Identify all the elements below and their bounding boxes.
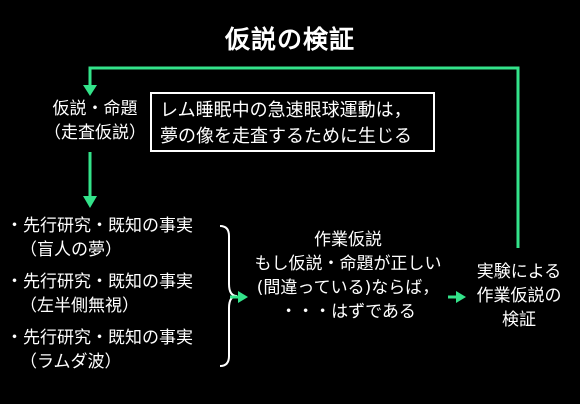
verification: 実験による 作業仮説の 検証 (466, 260, 572, 332)
working-hypothesis-to-verification-arrowhead (456, 291, 466, 303)
hypothesis-statement-line2: 夢の像を走査するために生じる (160, 126, 412, 147)
prior-fact-2-example: （左半側無視） (20, 296, 139, 316)
hypothesis-label: 仮説・命題 （走査仮説） (40, 97, 150, 145)
hypothesis-statement-line1: レム睡眠中の急速眼球運動は， (160, 100, 412, 121)
hypothesis-statement-box: レム睡眠中の急速眼球運動は， 夢の像を走査するために生じる (150, 92, 435, 152)
prior-fact-1: ・先行研究・既知の事実 （盲人の夢） (6, 214, 193, 262)
hypothesis-label-line1: 仮説・命題 (52, 99, 138, 119)
hypothesis-label-line2: （走査仮説） (44, 123, 146, 143)
diagram-title: 仮説の検証 (224, 25, 355, 54)
hypothesis-to-facts-arrowhead (83, 196, 97, 208)
feedback-loop-arrowhead (83, 85, 97, 96)
facts-to-working-hypothesis-arrowhead (238, 291, 248, 303)
prior-fact-1-example: （盲人の夢） (20, 240, 122, 260)
working-hypothesis-line2: もし仮説・命題が正しい (254, 254, 442, 274)
verification-line2: 作業仮説の (476, 286, 562, 306)
working-hypothesis-line4: ・・・はずである (280, 302, 416, 322)
prior-fact-3-example: （ラムダ波） (20, 352, 122, 372)
prior-fact-3-text: ・先行研究・既知の事実 (6, 328, 193, 348)
prior-fact-2-text: ・先行研究・既知の事実 (6, 272, 193, 292)
working-hypothesis-line1: 作業仮説 (314, 230, 382, 250)
prior-fact-1-text: ・先行研究・既知の事実 (6, 216, 193, 236)
prior-fact-2: ・先行研究・既知の事実 （左半側無視） (6, 270, 193, 318)
working-hypothesis-line3: (間違っている)ならば， (256, 278, 440, 298)
verification-line1: 実験による (476, 262, 562, 282)
prior-fact-3: ・先行研究・既知の事実 （ラムダ波） (6, 326, 193, 374)
working-hypothesis: 作業仮説 もし仮説・命題が正しい (間違っている)ならば， ・・・はずである (248, 228, 448, 324)
feedback-loop-arrow (88, 66, 520, 248)
verification-line3: 検証 (502, 310, 536, 330)
